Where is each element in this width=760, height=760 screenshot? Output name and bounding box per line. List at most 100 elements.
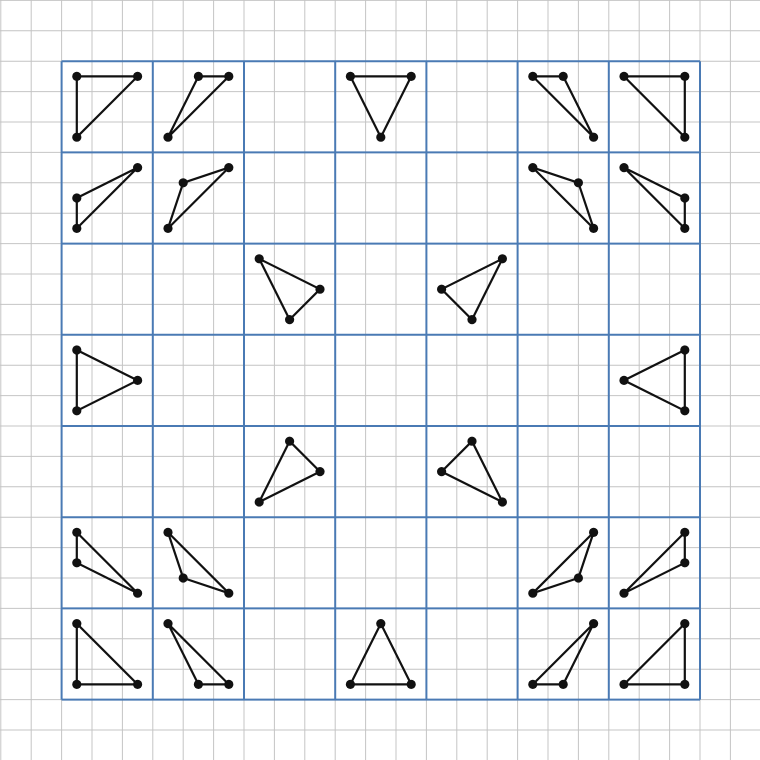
vertex-dot <box>680 71 690 81</box>
vertex-dot <box>178 573 188 583</box>
vertex-dot <box>133 163 143 173</box>
vertex-dot <box>193 71 203 81</box>
triangle-outline <box>75 531 139 595</box>
vertex-dot <box>72 406 82 416</box>
vertex-dot <box>680 527 690 538</box>
vertex-dot <box>619 679 629 690</box>
vertex-dot <box>528 679 538 690</box>
triangle-figure-r0-c3 <box>345 71 416 142</box>
vertex-dot <box>589 132 599 142</box>
triangle-figure-r0-c0 <box>72 71 143 142</box>
vertex-dot <box>467 436 477 446</box>
vertex-dot <box>558 71 568 81</box>
triangle-outline <box>166 622 230 686</box>
triangle-outline <box>166 75 230 139</box>
triangle-figure-r6-c6 <box>619 619 690 690</box>
vertex-dot <box>528 71 538 81</box>
triangle-figure-r6-c0 <box>72 619 143 690</box>
triangle-figure-r1-c1 <box>163 163 234 233</box>
triangle-outline <box>622 75 686 139</box>
triangle-figure-r4-c2 <box>254 436 325 507</box>
triangle-figure-r0-c5 <box>528 71 599 142</box>
vertex-dot <box>680 619 690 629</box>
triangle-figure-r2-c4 <box>437 254 507 325</box>
vertex-dot <box>497 254 507 264</box>
triangle-outline <box>166 531 230 595</box>
vertex-dot <box>224 679 234 690</box>
vertex-dot <box>254 497 264 507</box>
vertex-dot <box>497 497 507 507</box>
triangle-outline <box>258 440 322 504</box>
triangle-figure-r6-c5 <box>528 619 599 690</box>
vertex-dot <box>224 71 234 81</box>
vertex-dot <box>133 679 143 690</box>
vertex-dot <box>573 573 584 583</box>
triangle-figure-r0-c1 <box>163 71 234 142</box>
vertex-dot <box>315 467 325 477</box>
triangle-outline <box>622 622 686 686</box>
triangle-figure-r5-c6 <box>619 527 690 598</box>
vertex-dot <box>72 345 82 355</box>
triangle-figure-r3-c6 <box>619 345 690 416</box>
vertex-dot <box>315 284 325 294</box>
vertex-dot <box>589 619 599 629</box>
triangle-outline <box>75 75 139 139</box>
vertex-dot <box>528 163 538 173</box>
vertex-dot <box>619 588 629 598</box>
vertex-dot <box>133 588 143 598</box>
vertex-dot <box>72 619 82 629</box>
triangle-outline <box>75 166 139 230</box>
vertex-dot <box>467 315 477 325</box>
vertex-dot <box>72 132 82 142</box>
vertex-dot <box>163 132 173 142</box>
vertex-dot <box>680 679 690 690</box>
triangle-figure-r4-c4 <box>437 436 507 507</box>
vertex-dot <box>680 132 690 142</box>
vertex-dot <box>619 375 629 385</box>
vertex-dot <box>345 71 355 81</box>
triangle-outline <box>531 166 595 230</box>
vertex-dot <box>589 223 599 233</box>
vertex-dot <box>254 254 264 264</box>
vertex-dot <box>680 558 690 568</box>
vertex-dot <box>345 679 355 690</box>
triangle-outline <box>622 531 686 595</box>
triangle-figure-r5-c5 <box>528 527 599 598</box>
vertex-dot <box>72 193 82 203</box>
vertex-dot <box>680 223 690 233</box>
triangle-outline <box>75 622 139 686</box>
triangle-outline <box>531 622 595 686</box>
vertex-dot <box>193 679 203 690</box>
triangle-outline <box>622 166 686 230</box>
vertex-dot <box>72 71 82 81</box>
vertex-dot <box>133 71 143 81</box>
triangle-figure-r5-c1 <box>163 527 234 598</box>
vertex-dot <box>285 436 295 446</box>
triangle-figure-r1-c0 <box>72 163 143 233</box>
vertex-dot <box>437 284 447 294</box>
vertex-dot <box>680 193 690 203</box>
vertex-dot <box>376 132 386 142</box>
triangle-outline <box>622 348 686 412</box>
vertex-dot <box>573 178 584 188</box>
vertex-dot <box>619 71 629 81</box>
triangle-figure-r0-c6 <box>619 71 690 142</box>
vertex-dot <box>178 178 188 188</box>
vertex-dot <box>528 588 538 598</box>
vertex-dot <box>72 679 82 690</box>
vertex-dot <box>224 163 234 173</box>
triangle-figure-r3-c0 <box>72 345 143 416</box>
vertex-dot <box>619 163 629 173</box>
vertex-dot <box>163 527 173 538</box>
triangle-outline <box>349 622 413 686</box>
vertex-dot <box>558 679 568 690</box>
vertex-dot <box>406 71 416 81</box>
triangle-outline <box>440 257 504 321</box>
triangle-figure-r1-c6 <box>619 163 690 233</box>
triangle-figure-r6-c1 <box>163 619 234 690</box>
triangle-figure-r2-c2 <box>254 254 325 325</box>
vertex-dot <box>680 345 690 355</box>
triangle-outline <box>166 166 230 230</box>
